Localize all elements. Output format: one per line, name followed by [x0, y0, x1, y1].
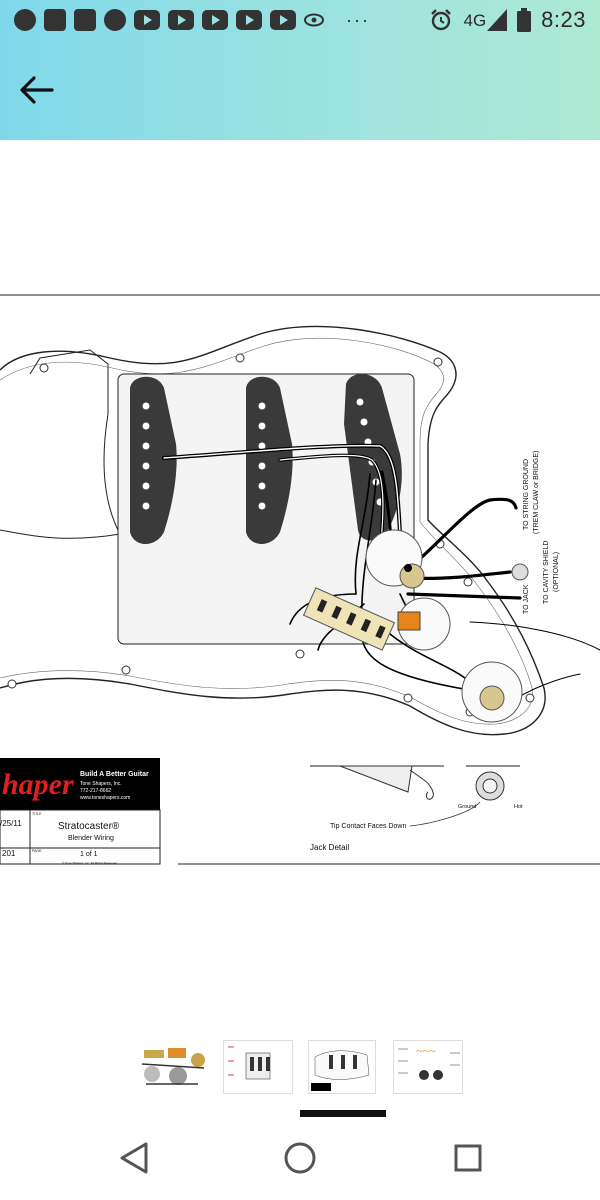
battery-icon: [517, 8, 532, 32]
five-way-switch: [302, 587, 396, 651]
home-circle-icon: [284, 1142, 316, 1174]
string-ground-label: TO STRING GROUND: [523, 459, 530, 530]
back-triangle-icon: [120, 1142, 148, 1174]
jack-hot-label: Hot: [514, 804, 523, 810]
page-tag: PAGE: [32, 849, 42, 853]
neck-pickup: [130, 376, 177, 544]
youtube-icon: [134, 10, 160, 30]
drawing-number: 201: [2, 849, 16, 858]
back-button[interactable]: [16, 70, 60, 110]
youtube-icon: [236, 10, 262, 30]
recents-square-icon: [454, 1144, 482, 1172]
status-bar: ··· 4G 8:23: [0, 0, 600, 40]
thumbnail-strat-wiring[interactable]: [223, 1040, 293, 1094]
logo-text: haper: [2, 768, 74, 801]
nav-back-button[interactable]: [116, 1138, 156, 1178]
jack-ground-label: Ground: [458, 804, 476, 810]
messenger-icon: [14, 9, 36, 31]
copyright: © Tone Shapers, Inc. All Rights Reserved: [62, 861, 117, 865]
blender-pot: [397, 597, 451, 651]
company-phone: 772-217-8662: [80, 788, 111, 794]
jack-detail: Tip Contact Faces Down Ground Hot Jack D…: [310, 765, 523, 852]
signal-icon: [487, 9, 508, 31]
nav-recents-button[interactable]: [448, 1138, 488, 1178]
thumbnail-fender-sheet[interactable]: ~~~: [393, 1040, 463, 1094]
to-jack-label: TO JACK: [523, 584, 530, 614]
ground-lug: [511, 563, 529, 581]
drawing-date: /25/11: [0, 819, 22, 828]
drawing-title: Stratocaster®: [58, 821, 120, 832]
youtube-icon: [168, 10, 194, 30]
arrow-left-icon: [20, 76, 54, 104]
app-bar: [0, 40, 600, 140]
selected-thumbnail-indicator: [300, 1110, 386, 1117]
cavity-shield-label: TO CAVITY SHIELD: [543, 541, 550, 604]
nav-home-button[interactable]: [280, 1138, 320, 1178]
tagline: Build A Better Guitar: [80, 771, 149, 778]
more-notifications: ···: [346, 9, 370, 30]
tone-pot: [461, 661, 523, 723]
title-tag: TITLE: [32, 812, 42, 816]
notification-icons: ···: [14, 9, 370, 31]
page-count: 1 of 1: [80, 851, 98, 858]
svg-text:~~~: ~~~: [416, 1044, 436, 1058]
thumbnail-strip: ~~~: [0, 1040, 600, 1096]
youtube-icon: [202, 10, 228, 30]
cavity-shield-sublabel: (OPTIONAL): [553, 552, 560, 592]
company-website: www.toneshapers.com: [80, 795, 130, 801]
string-ground-sublabel: (TREM CLAW or BRIDGE): [533, 451, 540, 534]
drawing-subtitle: Blender Wiring: [68, 835, 114, 842]
thumbnail-wired-assembly[interactable]: [138, 1040, 208, 1094]
tip-contact-label: Tip Contact Faces Down: [330, 823, 406, 830]
clock: 8:23: [541, 7, 586, 32]
wires: [162, 443, 600, 705]
volume-pot: [365, 529, 425, 589]
wiring-diagram-image[interactable]: TO STRING GROUND (TREM CLAW or BRIDGE) T…: [0, 294, 600, 868]
phone-sync-icon: [74, 9, 96, 31]
thumbnail-blender-wiring[interactable]: [308, 1040, 376, 1094]
system-nav-bar: [0, 1120, 600, 1200]
eye-icon: [304, 13, 324, 27]
pinterest-icon: [104, 9, 126, 31]
title-block: haper Build A Better Guitar Tone Shapers…: [0, 758, 161, 865]
network-type: 4G: [463, 11, 487, 30]
alarm-icon: [431, 9, 452, 31]
youtube-icon: [270, 10, 296, 30]
company-name: Tone Shapers, Inc.: [80, 781, 122, 787]
middle-pickup: [246, 376, 293, 544]
jack-detail-title: Jack Detail: [310, 843, 349, 852]
news-icon: [44, 9, 66, 31]
